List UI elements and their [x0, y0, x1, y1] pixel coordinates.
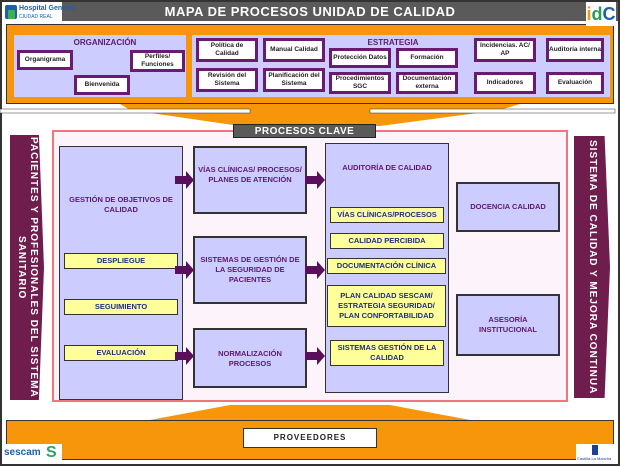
est-item-documentacion[interactable]: Documentación externa	[396, 72, 458, 94]
est-item-formacion[interactable]: Formación	[396, 48, 458, 68]
auditoria-item-plan-calidad[interactable]: PLAN CALIDAD SESCAM/ ESTRATEGIA SEGURIDA…	[327, 285, 446, 327]
castilla-la-mancha-logo: Castilla-La Mancha	[576, 444, 616, 464]
est-item-procedimientos[interactable]: Procedimientos SGC	[329, 72, 391, 94]
top-funnel-edge-right	[369, 108, 616, 114]
procesos-clave-label: PROCESOS CLAVE	[233, 124, 376, 138]
gestion-objetivos-column	[59, 146, 183, 400]
asesoria-box[interactable]	[456, 294, 560, 356]
hospital-logo-subtitle: CIUDAD REAL	[19, 14, 53, 20]
sescam-logo-icon: S	[46, 444, 57, 461]
sescam-logo-text: sescam	[4, 447, 41, 458]
org-item-bienvenida[interactable]: Bienvenida	[74, 75, 130, 95]
est-item-politica[interactable]: Política de Calidad	[196, 38, 258, 62]
hospital-logo: Hospital General CIUDAD REAL	[2, 2, 75, 24]
auditoria-item-vias[interactable]: VÍAS CLÍNICAS/PROCESOS	[330, 207, 444, 223]
side-band-right: SISTEMA DE CALIDAD Y MEJORA CONTINUA	[574, 136, 610, 398]
auditoria-item-documentacion[interactable]: DOCUMENTACIÓN CLÍNICA	[327, 258, 446, 274]
bottom-funnel	[150, 405, 470, 420]
hospital-logo-accent	[8, 10, 15, 19]
top-funnel	[120, 104, 520, 126]
middle-box-seguridad[interactable]	[193, 236, 307, 304]
sescam-logo: sescam S	[2, 444, 62, 464]
proveedores-box[interactable]: PROVEEDORES	[243, 428, 377, 448]
idc-logo: idC	[586, 2, 616, 26]
page-title: MAPA DE PROCESOS UNIDAD DE CALIDAD	[2, 2, 618, 21]
organizacion-title: ORGANIZACIÓN	[73, 38, 137, 47]
org-item-organigrama[interactable]: Organigrama	[17, 50, 73, 70]
middle-box-normalizacion-text: NORMALIZACIÓN PROCESOS	[218, 349, 282, 368]
jccm-logo-text: Castilla-La Mancha	[577, 456, 612, 461]
hospital-logo-name: Hospital General	[19, 5, 75, 12]
est-item-incidencias[interactable]: Incidencias. AC/ AP	[474, 38, 536, 62]
auditoria-item-sistemas-gestion[interactable]: SISTEMAS GESTIÓN DE LA CALIDAD	[330, 340, 444, 366]
middle-box-vias-clinicas[interactable]	[193, 146, 307, 214]
gestion-item-seguimiento[interactable]: SEGUIMIENTO	[64, 299, 178, 315]
docencia-calidad-box[interactable]	[456, 182, 560, 232]
est-item-proteccion[interactable]: Protección Datos	[329, 48, 391, 68]
estrategia-title: ESTRATEGIA	[367, 38, 419, 47]
middle-box-seguridad-text: SISTEMAS DE GESTIÓN DE LA SEGURIDAD DE P…	[200, 255, 300, 284]
middle-box-vias-clinicas-text: VÍAS CLÍNICAS/ PROCESOS/ PLANES DE ATENC…	[198, 165, 302, 184]
org-item-perfiles[interactable]: Perfiles/ Funciones	[130, 50, 185, 72]
docencia-calidad-text: DOCENCIA CALIDAD	[470, 202, 546, 211]
side-band-left: PACIENTES Y PROFESIONALES DEL SISTEMA SA…	[10, 135, 44, 400]
est-item-auditoria-interna[interactable]: Auditoría interna	[546, 38, 604, 62]
est-item-evaluacion[interactable]: Evaluación	[546, 72, 604, 94]
asesoria-text: ASESORÍA INSTITUCIONAL	[479, 315, 537, 334]
est-item-manual[interactable]: Manual Calidad	[263, 38, 325, 62]
auditoria-item-calidad-percibida[interactable]: CALIDAD PERCIBIDA	[330, 233, 444, 249]
gestion-objetivos-title: GESTIÓN DE OBJETIVOS DE CALIDAD	[69, 195, 173, 214]
gestion-item-despliegue[interactable]: DESPLIEGUE	[64, 253, 178, 269]
top-funnel-edge-left	[0, 108, 251, 114]
est-item-planificacion[interactable]: Planificación del Sistema	[263, 68, 325, 92]
est-item-indicadores[interactable]: Indicadores	[474, 72, 536, 94]
gestion-item-evaluacion[interactable]: EVALUACIÓN	[64, 345, 178, 361]
auditoria-title: AUDITORÍA DE CALIDAD	[342, 163, 432, 172]
est-item-revision[interactable]: Revisión del Sistema	[196, 68, 258, 92]
jccm-logo-icon	[592, 445, 598, 455]
